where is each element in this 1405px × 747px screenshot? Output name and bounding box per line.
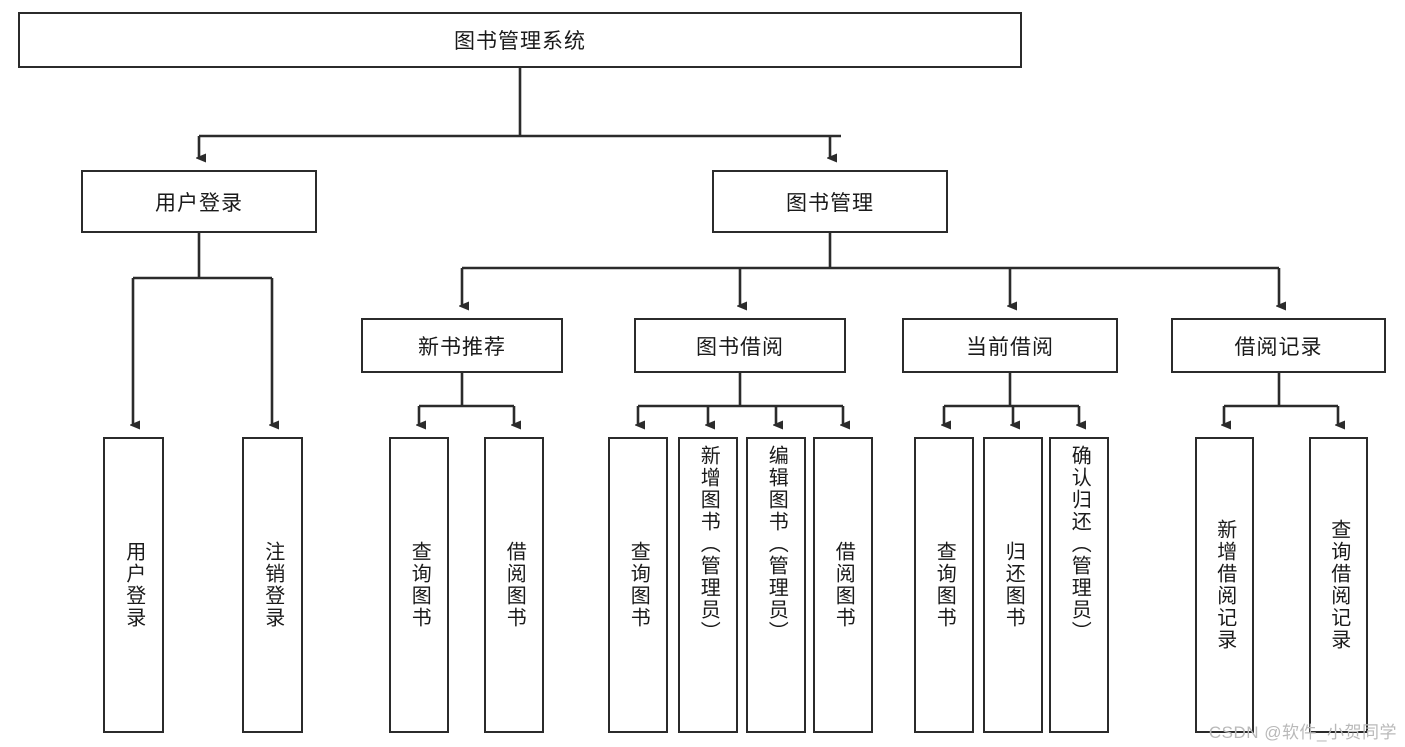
node-borrow-record-label: 借阅记录	[1234, 335, 1323, 359]
node-leaf-add-borrow-record-label: 新增借阅记录	[1213, 519, 1236, 651]
node-current-borrow-label: 当前借阅	[966, 335, 1054, 359]
node-leaf-logout[interactable]: 注销登录	[242, 437, 303, 733]
node-leaf-query-book-1-label: 查询图书	[408, 541, 431, 629]
node-leaf-confirm-return-admin-label: 确认归还（管理员）	[1068, 445, 1091, 643]
node-leaf-borrow-book-2[interactable]: 借阅图书	[813, 437, 873, 733]
node-leaf-edit-book-admin[interactable]: 编辑图书（管理员）	[746, 437, 806, 733]
node-leaf-query-book-1[interactable]: 查询图书	[389, 437, 449, 733]
node-root-label: 图书管理系统	[454, 30, 586, 53]
node-leaf-edit-book-admin-label: 编辑图书（管理员）	[765, 445, 788, 643]
node-leaf-logout-label: 注销登录	[261, 541, 284, 629]
node-leaf-borrow-book-1[interactable]: 借阅图书	[484, 437, 544, 733]
node-leaf-borrow-book-2-label: 借阅图书	[832, 541, 855, 629]
node-leaf-query-book-2-label: 查询图书	[627, 541, 650, 629]
node-book-management[interactable]: 图书管理	[712, 170, 948, 233]
node-borrow-record[interactable]: 借阅记录	[1171, 318, 1386, 373]
node-leaf-user-login-label: 用户登录	[122, 541, 145, 629]
watermark: CSDN @软件_小贺同学	[1208, 723, 1397, 742]
node-leaf-confirm-return-admin[interactable]: 确认归还（管理员）	[1049, 437, 1109, 733]
node-leaf-add-borrow-record[interactable]: 新增借阅记录	[1195, 437, 1254, 733]
node-leaf-query-borrow-record[interactable]: 查询借阅记录	[1309, 437, 1368, 733]
node-leaf-query-book-3-label: 查询图书	[933, 541, 956, 629]
node-book-borrow[interactable]: 图书借阅	[634, 318, 846, 373]
node-root[interactable]: 图书管理系统	[18, 12, 1022, 68]
node-leaf-query-book-2[interactable]: 查询图书	[608, 437, 668, 733]
node-book-management-label: 图书管理	[786, 191, 874, 215]
node-new-book-recommend-label: 新书推荐	[418, 335, 506, 359]
node-new-book-recommend[interactable]: 新书推荐	[361, 318, 563, 373]
node-leaf-add-book-admin-label: 新增图书（管理员）	[697, 445, 720, 643]
node-leaf-query-book-3[interactable]: 查询图书	[914, 437, 974, 733]
node-user-login[interactable]: 用户登录	[81, 170, 317, 233]
node-leaf-query-borrow-record-label: 查询借阅记录	[1327, 519, 1350, 651]
node-leaf-return-book-label: 归还图书	[1002, 541, 1025, 629]
node-book-borrow-label: 图书借阅	[696, 335, 784, 359]
node-leaf-borrow-book-1-label: 借阅图书	[503, 541, 526, 629]
node-leaf-user-login[interactable]: 用户登录	[103, 437, 164, 733]
node-leaf-return-book[interactable]: 归还图书	[983, 437, 1043, 733]
node-user-login-label: 用户登录	[155, 191, 243, 215]
node-leaf-add-book-admin[interactable]: 新增图书（管理员）	[678, 437, 738, 733]
node-current-borrow[interactable]: 当前借阅	[902, 318, 1118, 373]
